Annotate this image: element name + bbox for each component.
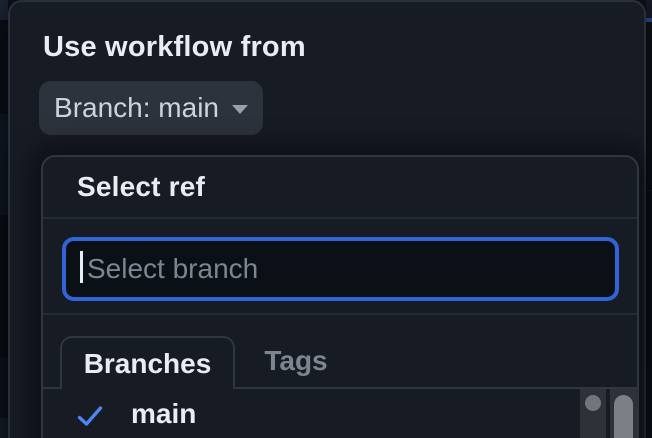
dialog-scrollbar-thumb[interactable] — [614, 395, 633, 438]
branch-selector-label: Branch: main — [54, 92, 219, 123]
dialog-scrollbar-track[interactable] — [610, 389, 638, 438]
check-icon — [77, 406, 103, 426]
triangle-down-icon — [231, 105, 248, 114]
list-scrollbar-thumb[interactable] — [585, 395, 601, 411]
branch-list-item-main[interactable]: main — [43, 389, 637, 438]
use-workflow-from-label: Use workflow from — [43, 31, 306, 63]
page-background-left-edge — [0, 357, 8, 418]
branch-list: main — [43, 389, 637, 438]
page-background-left-edge — [0, 215, 8, 357]
page-background-right-edge — [646, 190, 652, 191]
text-cursor — [80, 251, 83, 283]
page-background-right-edge — [646, 191, 652, 363]
tab-branches-label: Branches — [83, 347, 212, 379]
page-background-right-accent — [646, 18, 652, 22]
select-ref-dialog: Select ref Branches Tags main — [41, 155, 639, 438]
page-background-left-edge — [0, 0, 8, 20]
ref-search-section — [43, 219, 637, 315]
select-ref-header: Select ref — [43, 157, 637, 219]
page-background-left-edge — [0, 20, 8, 114]
branch-selector-button[interactable]: Branch: main — [39, 81, 263, 135]
ref-type-tabs: Branches Tags — [43, 315, 637, 389]
page-background-left-edge — [0, 114, 8, 215]
list-scrollbar-track[interactable] — [580, 389, 606, 438]
run-workflow-popover: Use workflow from Branch: main Select re… — [8, 0, 646, 438]
tab-tags[interactable]: Tags — [235, 334, 357, 387]
page-background-right-edge — [646, 0, 652, 18]
page-background-right-edge — [646, 363, 652, 438]
page-background-right-edge — [646, 22, 652, 190]
page-background-left-edge — [0, 418, 8, 438]
tab-branches[interactable]: Branches — [60, 336, 235, 389]
select-branch-input[interactable] — [62, 237, 619, 301]
select-ref-title: Select ref — [77, 171, 206, 202]
tab-tags-label: Tags — [264, 344, 328, 376]
branch-name: main — [131, 398, 197, 429]
